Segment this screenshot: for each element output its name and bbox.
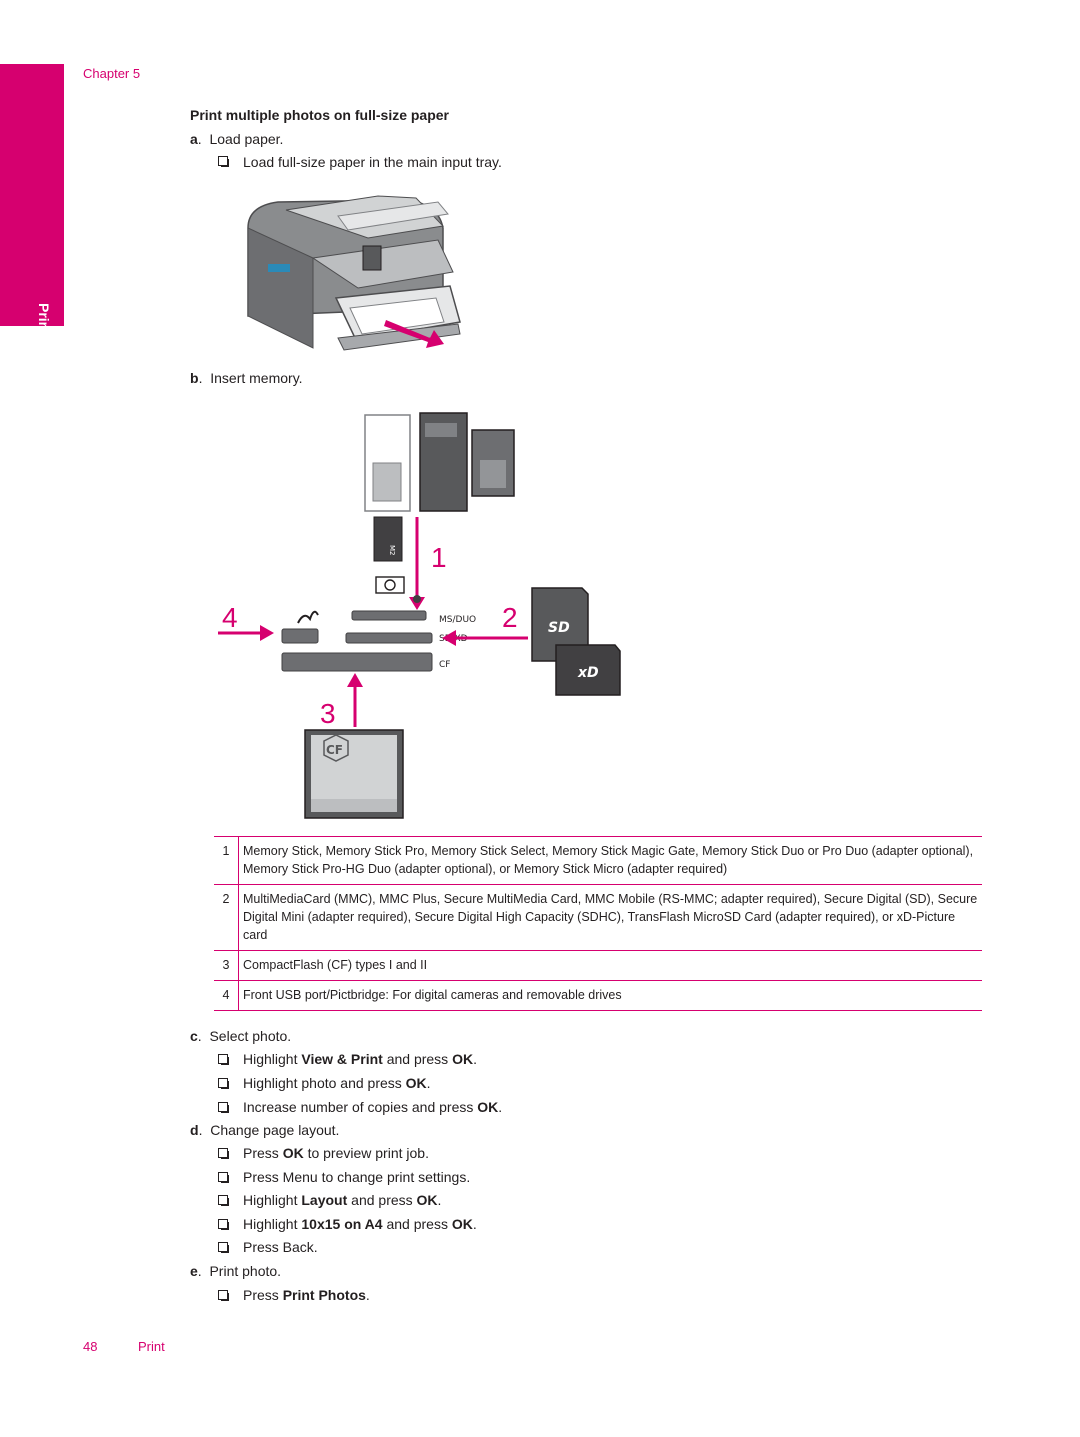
sd-card-icon: SD bbox=[531, 587, 589, 662]
step-text: Insert memory. bbox=[210, 370, 303, 386]
legend-table: 1 Memory Stick, Memory Stick Pro, Memory… bbox=[214, 836, 982, 1011]
card-logo-xd: xD bbox=[577, 665, 599, 681]
checkbox-icon bbox=[218, 1290, 229, 1301]
page-number: 48 bbox=[83, 1339, 98, 1354]
xd-card-icon: xD bbox=[555, 644, 621, 696]
step-e-sub-1: Press Print Photos. bbox=[243, 1287, 370, 1303]
ms-duo-slot bbox=[351, 610, 427, 621]
memory-stick-pro-icon bbox=[419, 412, 468, 512]
step-d: d. Change page layout. bbox=[190, 1122, 340, 1138]
step-d-sub-4: Highlight 10x15 on A4 and press OK. bbox=[243, 1216, 477, 1232]
callout-1: 1 bbox=[431, 542, 447, 573]
checkbox-icon bbox=[218, 156, 229, 167]
step-c-sub-1: Highlight View & Print and press OK. bbox=[243, 1051, 477, 1067]
step-d-sub-2: Press Menu to change print settings. bbox=[243, 1169, 471, 1185]
step-a-sub-1: Load full-size paper in the main input t… bbox=[243, 154, 502, 170]
memory-stick-micro-icon: M2 bbox=[373, 516, 403, 562]
step-e: e. Print photo. bbox=[190, 1263, 282, 1279]
checkbox-icon bbox=[218, 1172, 229, 1183]
step-d-sub-3: Highlight Layout and press OK. bbox=[243, 1192, 442, 1208]
legend-number: 4 bbox=[214, 980, 239, 1011]
side-tab-label: Print bbox=[36, 303, 52, 335]
step-c: c. Select photo. bbox=[190, 1028, 292, 1044]
legend-number: 2 bbox=[214, 884, 239, 951]
card-logo-m2: M2 bbox=[388, 545, 396, 556]
footer-label: Print bbox=[138, 1339, 165, 1354]
step-letter: e bbox=[190, 1263, 198, 1279]
callout-3: 3 bbox=[320, 698, 336, 729]
memory-stick-duo-icon bbox=[471, 429, 515, 497]
usb-icon bbox=[297, 610, 319, 624]
legend-text: MultiMediaCard (MMC), MMC Plus, Secure M… bbox=[238, 884, 982, 951]
step-d-sub-1: Press OK to preview print job. bbox=[243, 1145, 429, 1161]
step-d-sub-5: Press Back. bbox=[243, 1239, 318, 1255]
step-text: Print photo. bbox=[209, 1263, 282, 1279]
step-b: b. Insert memory. bbox=[190, 370, 303, 386]
slot-label-cf: CF bbox=[439, 660, 450, 670]
chapter-heading: Chapter 5 bbox=[83, 66, 141, 81]
legend-number: 1 bbox=[214, 836, 239, 885]
slot-label-ms-duo: MS/DUO bbox=[439, 615, 476, 625]
step-text: Load paper. bbox=[209, 131, 284, 147]
callout-4: 4 bbox=[222, 602, 238, 633]
checkbox-icon bbox=[218, 1148, 229, 1159]
legend-text: CompactFlash (CF) types I and II bbox=[238, 950, 982, 981]
compactflash-card-icon: CF bbox=[304, 729, 404, 819]
step-letter: b bbox=[190, 370, 199, 386]
table-row: 4 Front USB port/Pictbridge: For digital… bbox=[214, 980, 982, 1011]
step-text: Change page layout. bbox=[210, 1122, 340, 1138]
checkbox-icon bbox=[218, 1219, 229, 1230]
checkbox-icon bbox=[218, 1102, 229, 1113]
table-row: 1 Memory Stick, Memory Stick Pro, Memory… bbox=[214, 836, 982, 885]
step-text: Select photo. bbox=[209, 1028, 292, 1044]
callout-2: 2 bbox=[502, 602, 518, 633]
step-c-sub-2: Highlight photo and press OK. bbox=[243, 1075, 431, 1091]
checkbox-icon bbox=[218, 1195, 229, 1206]
cf-slot bbox=[281, 652, 433, 672]
step-letter: c bbox=[190, 1028, 198, 1044]
card-logo-cf: CF bbox=[326, 743, 343, 757]
table-row: 2 MultiMediaCard (MMC), MMC Plus, Secure… bbox=[214, 884, 982, 951]
printer-illustration bbox=[247, 195, 461, 351]
checkbox-icon bbox=[218, 1078, 229, 1089]
step-a: a. Load paper. bbox=[190, 131, 284, 147]
legend-text: Front USB port/Pictbridge: For digital c… bbox=[238, 980, 982, 1011]
memory-card-slot-diagram: M2 1 MS/DUO SD-XD CF 4 2 SD xD 3 bbox=[218, 412, 621, 819]
side-tab bbox=[0, 64, 64, 326]
checkbox-icon bbox=[218, 1054, 229, 1065]
card-logo-sd: SD bbox=[548, 620, 570, 636]
step-c-sub-3: Increase number of copies and press OK. bbox=[243, 1099, 503, 1115]
legend-number: 3 bbox=[214, 950, 239, 981]
step-letter: a bbox=[190, 131, 198, 147]
step-letter: d bbox=[190, 1122, 199, 1138]
legend-text: Memory Stick, Memory Stick Pro, Memory S… bbox=[238, 836, 982, 885]
usb-slot bbox=[281, 628, 319, 644]
camera-icon bbox=[375, 576, 421, 603]
checkbox-icon bbox=[218, 1242, 229, 1253]
sd-xd-slot bbox=[345, 632, 433, 644]
section-title: Print multiple photos on full-size paper bbox=[190, 107, 450, 123]
memory-stick-adapter-icon bbox=[364, 414, 411, 512]
table-row: 3 CompactFlash (CF) types I and II bbox=[214, 950, 982, 981]
